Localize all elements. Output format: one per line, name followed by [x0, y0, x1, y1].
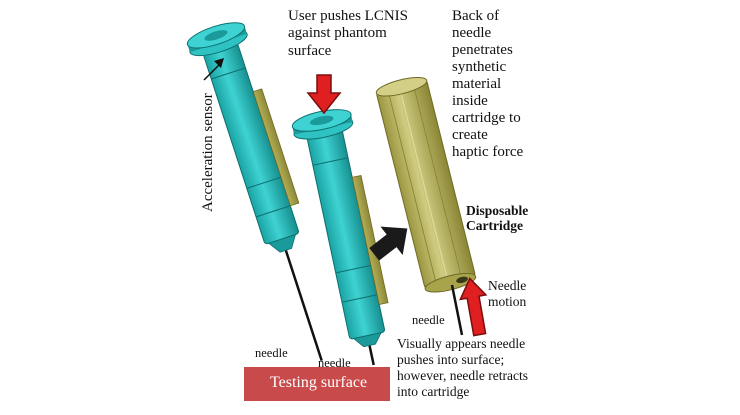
disposable-cartridge-body [375, 77, 477, 293]
sensor-pointer-head [214, 58, 224, 68]
back-of-needle-label: Back of needle penetrates synthetic mate… [452, 8, 524, 160]
transition-arrow [369, 226, 408, 261]
middle-injector-device [291, 109, 389, 366]
left-injector-device [186, 22, 323, 362]
needle-motion-arrow [459, 277, 488, 337]
retracting-needle [450, 284, 464, 336]
visually-appears-label: Visually appears needle pushes into surf… [397, 336, 529, 399]
testing-surface [244, 367, 390, 401]
testing-surface-label: Testing surface [270, 374, 368, 391]
needle-label-middle: needle [318, 356, 351, 370]
push-arrow [306, 74, 342, 115]
needle-label-left: needle [255, 346, 288, 360]
needle-motion-label: Needle motion [488, 278, 527, 309]
user-pushes-label: User pushes LCNIS against phantom surfac… [288, 8, 408, 59]
disposable-cartridge-label: Disposable Cartridge [466, 203, 529, 233]
needle-label-right: needle [412, 313, 445, 327]
acceleration-sensor-label: Acceleration sensor [200, 93, 216, 212]
